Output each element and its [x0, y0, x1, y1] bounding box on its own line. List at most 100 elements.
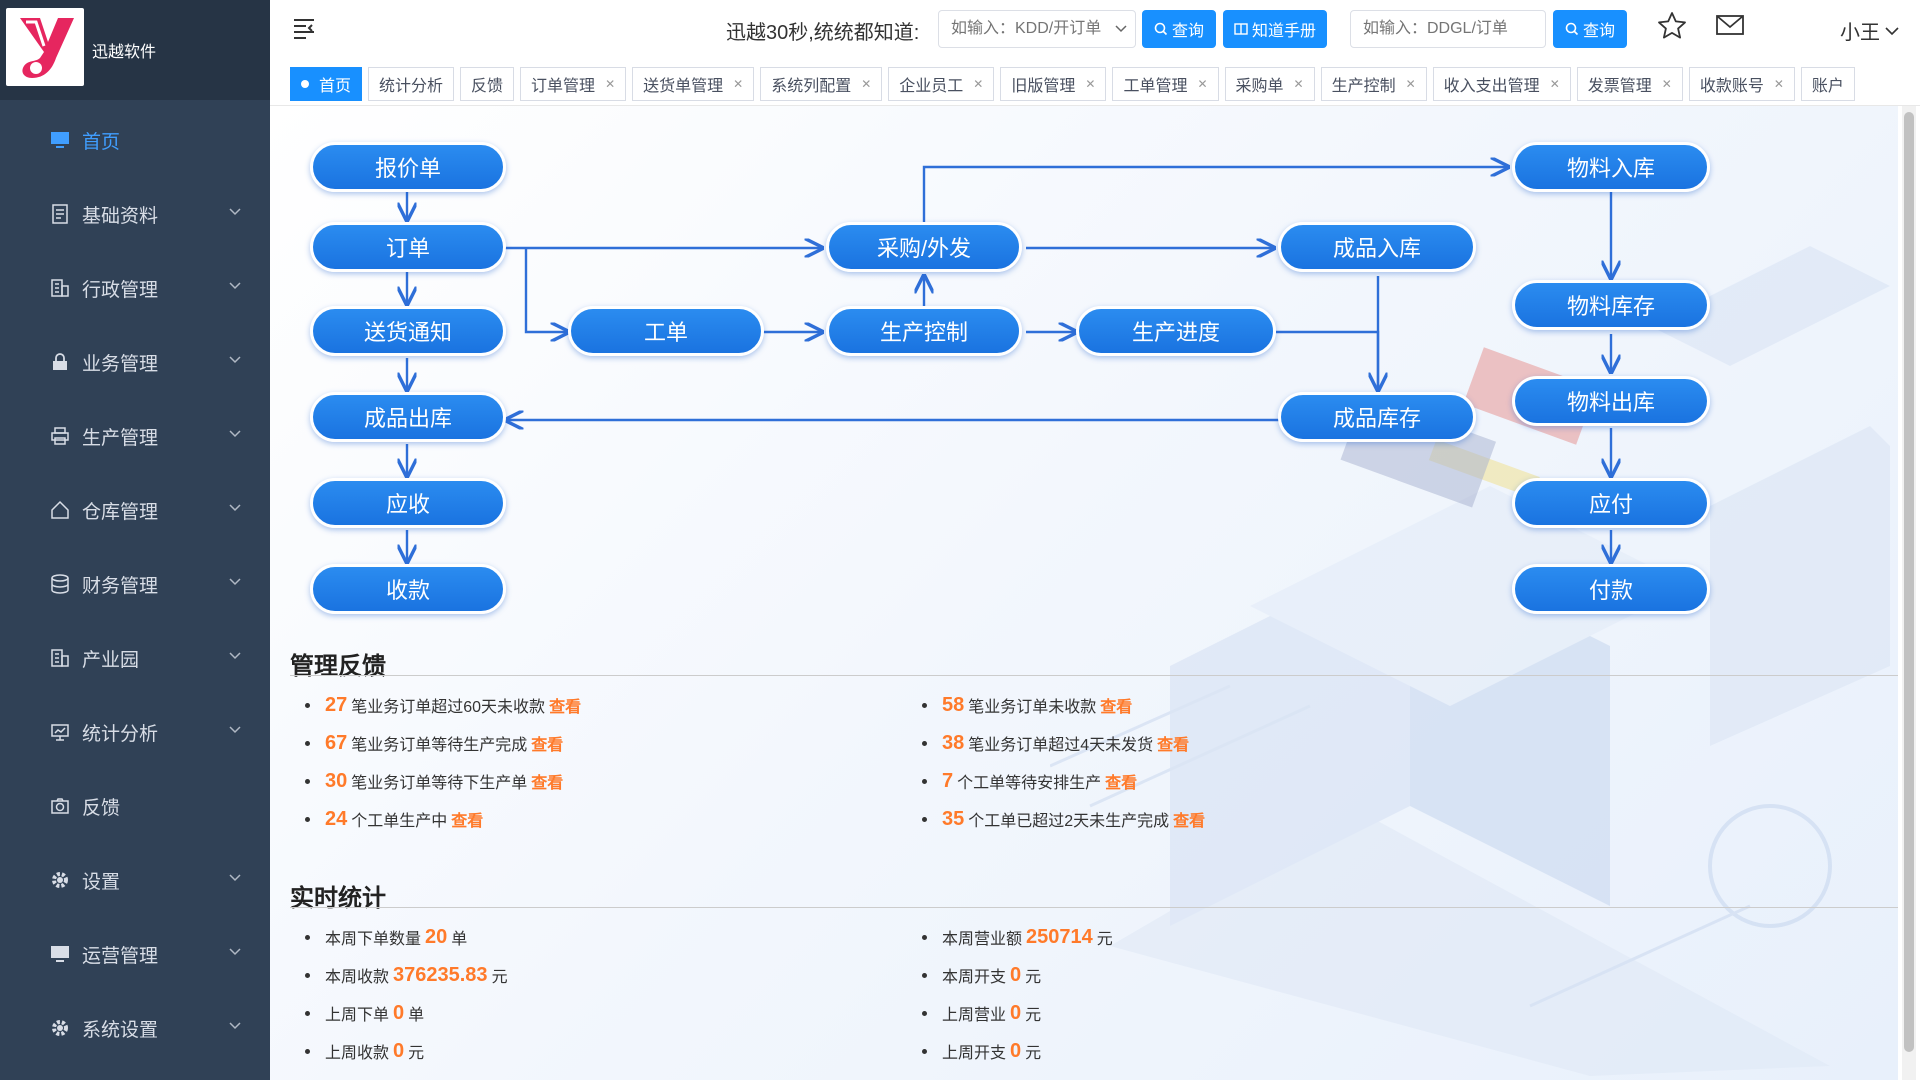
close-icon[interactable]: ✕ — [1405, 77, 1416, 91]
search-icon — [1565, 22, 1579, 36]
flow-node-collection[interactable]: 收款 — [310, 564, 506, 614]
sidebar-item-settings[interactable]: 设置 — [0, 843, 270, 917]
tab-statistics[interactable]: 统计分析 — [368, 67, 455, 101]
close-icon[interactable]: ✕ — [973, 77, 984, 91]
view-link[interactable]: 查看 — [549, 699, 582, 716]
close-icon[interactable]: ✕ — [1549, 77, 1560, 91]
tab-work-order-management[interactable]: 工单管理✕ — [1112, 67, 1219, 101]
scrollbar-thumb[interactable] — [1904, 112, 1914, 1052]
menu-toggle-icon[interactable] — [292, 16, 316, 40]
tabs-bar: 首页 统计分析 反馈 订单管理✕ 送货单管理 ✕ 系统列配置✕ 企业员工✕ 旧版管… — [270, 62, 1920, 106]
flow-node-order[interactable]: 订单 — [310, 222, 506, 272]
close-icon[interactable]: ✕ — [1293, 77, 1304, 91]
flow-node-delivery-notice[interactable]: 送货通知 — [310, 306, 506, 356]
flow-node-production-control[interactable]: 生产控制 — [826, 306, 1022, 356]
tab-invoice-management[interactable]: 发票管理✕ — [1576, 67, 1683, 101]
flow-node-payment[interactable]: 付款 — [1512, 564, 1710, 614]
flow-node-production-progress[interactable]: 生产进度 — [1076, 306, 1276, 356]
flow-node-label: 报价单 — [374, 156, 441, 181]
tab-delivery-management[interactable]: 送货单管理 ✕ — [632, 67, 755, 101]
sidebar-item-finance[interactable]: 财务管理 — [0, 547, 270, 621]
stat-value: 0 — [393, 1001, 405, 1024]
stat-value: 250714 — [1026, 925, 1093, 948]
tab-order-management[interactable]: 订单管理✕ — [520, 67, 627, 101]
tab-home[interactable]: 首页 — [290, 67, 363, 101]
chevron-down-icon — [1885, 26, 1899, 35]
scrollbar[interactable] — [1902, 106, 1916, 1080]
stat-value: 0 — [1010, 963, 1022, 986]
tab-production-control[interactable]: 生产控制✕ — [1320, 67, 1427, 101]
flow-node-finished-goods-stock[interactable]: 成品库存 — [1278, 392, 1476, 442]
flow-node-purchase-outsource[interactable]: 采购/外发 — [826, 222, 1022, 272]
sidebar-item-home[interactable]: 首页 — [0, 103, 270, 177]
flow-node-finished-goods-in[interactable]: 成品入库 — [1278, 222, 1476, 272]
sidebar-item-system-settings[interactable]: 系统设置 — [0, 991, 270, 1065]
stat-value: 0 — [1010, 1001, 1022, 1024]
view-link[interactable]: 查看 — [1157, 737, 1190, 754]
sidebar-item-production[interactable]: 生产管理 — [0, 399, 270, 473]
tab-payment-accounts[interactable]: 收款账号✕ — [1688, 67, 1795, 101]
view-link[interactable]: 查看 — [1100, 699, 1133, 716]
sidebar-item-statistics[interactable]: 统计分析 — [0, 695, 270, 769]
feedback-text: 笔业务订单等待生产完成 — [351, 737, 528, 754]
close-icon[interactable]: ✕ — [733, 77, 744, 91]
sidebar-item-basic-data[interactable]: 基础资料 — [0, 177, 270, 251]
tab-feedback[interactable]: 反馈 — [460, 67, 515, 101]
view-link[interactable]: 查看 — [1105, 775, 1138, 792]
view-link[interactable]: 查看 — [531, 775, 564, 792]
sidebar-item-business[interactable]: 业务管理 — [0, 325, 270, 399]
flow-node-material-stock[interactable]: 物料库存 — [1512, 280, 1710, 330]
close-icon[interactable]: ✕ — [605, 77, 616, 91]
app-logo[interactable] — [6, 8, 84, 86]
star-icon[interactable] — [1656, 10, 1688, 42]
close-icon[interactable]: ✕ — [861, 77, 872, 91]
user-menu[interactable]: 小王 — [1840, 16, 1900, 45]
tab-label: 首页 — [319, 78, 352, 95]
tab-purchase-order[interactable]: 采购单✕ — [1224, 67, 1315, 101]
sidebar-item-label: 设置 — [82, 871, 121, 893]
book-icon — [1234, 23, 1248, 35]
tab-label: 送货单管理 — [643, 78, 724, 95]
sidebar-item-operations[interactable]: 运营管理 — [0, 917, 270, 991]
view-link[interactable]: 查看 — [451, 813, 484, 830]
flow-node-receivable[interactable]: 应收 — [310, 478, 506, 528]
flow-node-label: 应收 — [385, 492, 430, 517]
close-icon[interactable]: ✕ — [1085, 77, 1096, 91]
sidebar-item-label: 生产管理 — [82, 427, 159, 449]
view-link[interactable]: 查看 — [531, 737, 564, 754]
flow-node-work-order[interactable]: 工单 — [568, 306, 764, 356]
mail-icon[interactable] — [1714, 10, 1746, 42]
flow-node-payable[interactable]: 应付 — [1512, 478, 1710, 528]
sidebar-item-industrial-park[interactable]: 产业园 — [0, 621, 270, 695]
close-icon[interactable]: ✕ — [1197, 77, 1208, 91]
feedback-text: 个工单生产中 — [351, 813, 448, 830]
sidebar-item-admin[interactable]: 行政管理 — [0, 251, 270, 325]
close-icon[interactable]: ✕ — [1661, 77, 1672, 91]
manual-button[interactable]: 知道手册 — [1223, 10, 1327, 48]
sidebar-item-feedback[interactable]: 反馈 — [0, 769, 270, 843]
order-search-input[interactable] — [938, 10, 1136, 48]
feedback-text: 笔业务订单等待下生产单 — [351, 775, 528, 792]
tab-account[interactable]: 账户 — [1800, 67, 1855, 101]
flow-node-quotation[interactable]: 报价单 — [310, 142, 506, 192]
tab-income-expense[interactable]: 收入支出管理✕ — [1432, 67, 1571, 101]
close-icon[interactable]: ✕ — [1773, 77, 1784, 91]
flow-node-material-out[interactable]: 物料出库 — [1512, 376, 1710, 426]
view-link[interactable]: 查看 — [1173, 813, 1206, 830]
feedback-text: 笔业务订单超过60天未收款 — [351, 699, 546, 716]
flow-node-material-in[interactable]: 物料入库 — [1512, 142, 1710, 192]
tab-system-column-config[interactable]: 系统列配置✕ — [760, 67, 883, 101]
tab-employees[interactable]: 企业员工✕ — [888, 67, 995, 101]
sidebar-item-label: 业务管理 — [82, 353, 159, 375]
delivery-search-input[interactable] — [1350, 10, 1546, 48]
feedback-count: 67 — [325, 731, 348, 754]
feedback-text: 笔业务订单未收款 — [968, 699, 1097, 716]
order-query-button[interactable]: 查询 — [1142, 10, 1216, 48]
flow-node-finished-goods-out[interactable]: 成品出库 — [310, 392, 506, 442]
gear-icon — [50, 1018, 70, 1038]
tab-old-version[interactable]: 旧版管理✕ — [1000, 67, 1107, 101]
sidebar-item-warehouse[interactable]: 仓库管理 — [0, 473, 270, 547]
stat-label: 上周下单 — [325, 1007, 390, 1024]
delivery-query-button[interactable]: 查询 — [1553, 10, 1627, 48]
